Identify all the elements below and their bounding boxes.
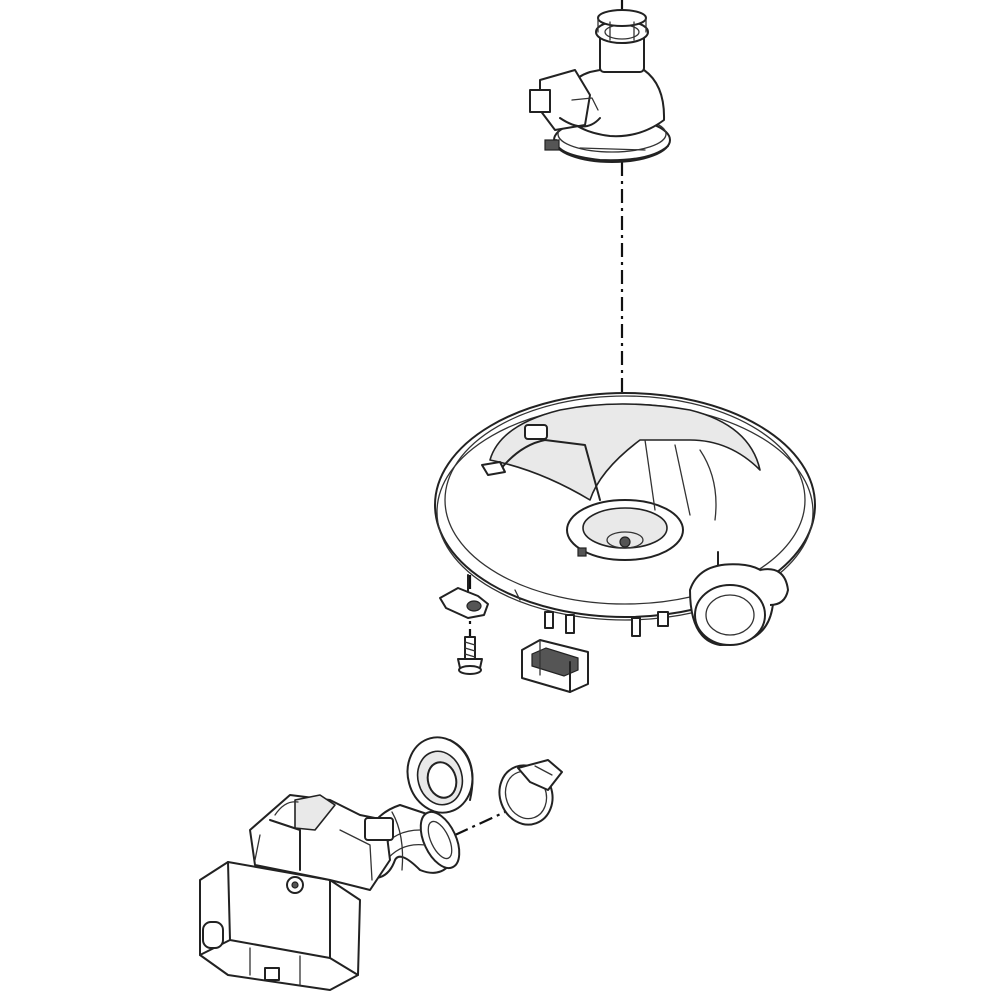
- seal-ring: [406, 736, 474, 814]
- bracket: [439, 574, 489, 619]
- hose-clamp: [498, 759, 563, 826]
- grommet: [521, 639, 589, 693]
- assembly-axis-hose: [454, 811, 506, 836]
- circulation-pump-motor: [199, 794, 394, 991]
- pump-housing-top: [529, 9, 671, 163]
- sump-bowl: [434, 392, 816, 646]
- screw: [457, 636, 483, 675]
